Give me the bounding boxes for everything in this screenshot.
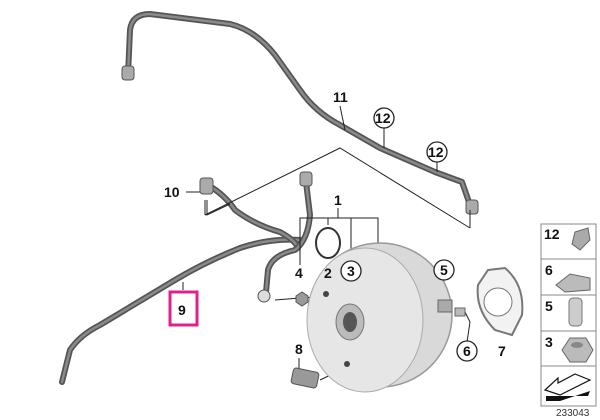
- callout-2: 2: [324, 265, 332, 281]
- diagram-number: 233043: [556, 408, 590, 419]
- callout-9[interactable]: 9: [178, 302, 186, 318]
- svg-text:12: 12: [544, 226, 560, 242]
- vacuum-line-9[interactable]: [59, 236, 303, 385]
- vacuum-line-booster[interactable]: [257, 171, 313, 303]
- svg-text:6: 6: [545, 262, 553, 278]
- legend-item-5[interactable]: 5: [545, 297, 583, 327]
- svg-text:5: 5: [545, 298, 553, 314]
- vacuum-line-10[interactable]: [199, 177, 301, 251]
- highlight-box: [168, 290, 199, 327]
- vacuum-line-11[interactable]: [121, 11, 479, 215]
- sensor-8[interactable]: [290, 367, 320, 389]
- clip-icon: [555, 273, 591, 293]
- callout-4: 4: [295, 265, 303, 281]
- legend-item-12[interactable]: 12: [544, 226, 591, 251]
- bracket-5[interactable]: [437, 299, 453, 313]
- callout-3: 3: [347, 263, 355, 279]
- legend-item-3[interactable]: 3: [545, 334, 594, 363]
- callout-12-a: 12: [375, 110, 391, 126]
- legend-item-6[interactable]: 6: [545, 262, 591, 293]
- callout-11: 11: [333, 89, 348, 105]
- connector-icon: [571, 227, 591, 251]
- hex-nut-icon: [561, 337, 594, 363]
- callout-1: 1: [334, 192, 342, 208]
- arrow-icon: [543, 373, 592, 401]
- o-ring-2[interactable]: [315, 227, 341, 259]
- sleeve-icon: [568, 297, 583, 327]
- nut-4[interactable]: [295, 291, 309, 307]
- svg-text:3: 3: [545, 334, 553, 350]
- callout-12-b: 12: [428, 144, 444, 160]
- callout-5: 5: [440, 262, 448, 278]
- callout-8: 8: [295, 341, 303, 357]
- legend-panel: 12 6 5 3: [540, 223, 597, 407]
- callout-6: 6: [463, 343, 471, 359]
- callout-10: 10: [164, 184, 180, 200]
- callout-7: 7: [498, 343, 506, 359]
